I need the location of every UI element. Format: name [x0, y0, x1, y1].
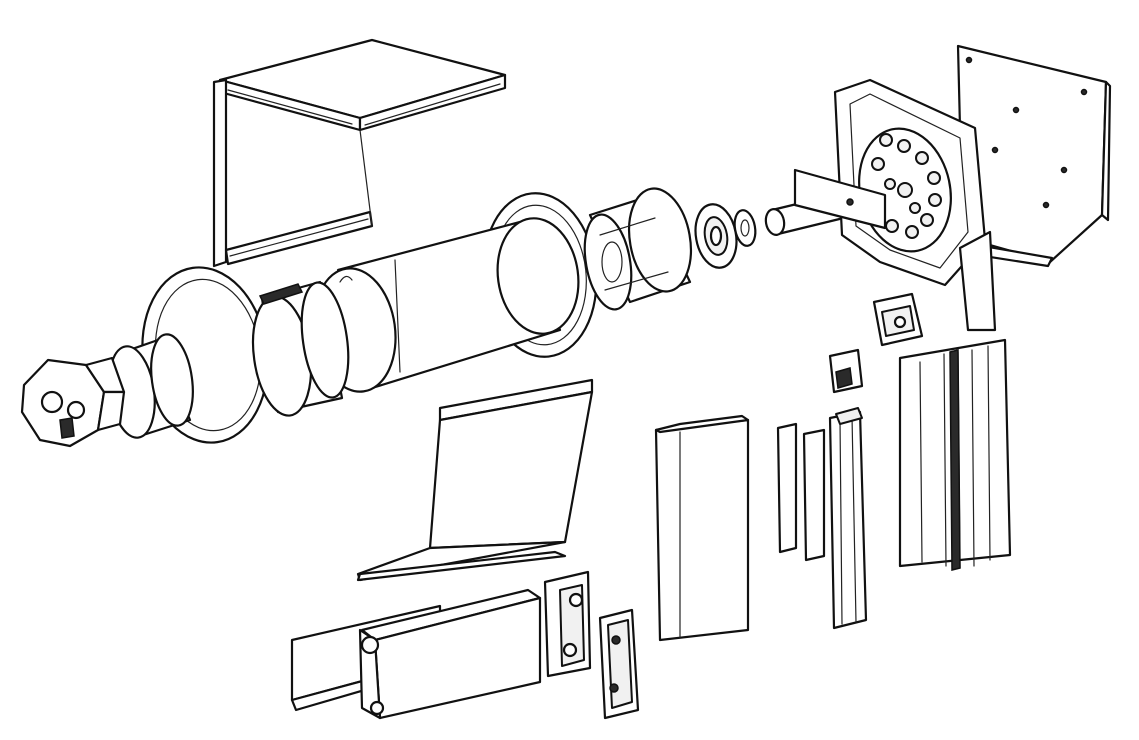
guide-clip [828, 348, 864, 394]
bottom-bar-end-cap-b [598, 608, 640, 720]
end-plug-adapter [583, 187, 692, 311]
head-box-lower-cover [356, 378, 594, 582]
drive-adapter-crown [251, 280, 350, 417]
guide-rail-insert-b [802, 428, 826, 562]
guide-block [872, 292, 924, 347]
bottom-bar-profile [290, 588, 542, 720]
head-box-top-profile [212, 38, 507, 268]
guide-rail-large-profile [898, 338, 1012, 571]
guide-rail-profile [828, 407, 868, 630]
drive-motor-head [20, 356, 126, 448]
side-bracket-bearing-plate [793, 78, 997, 332]
ball-bearing [694, 203, 738, 269]
bottom-bar-end-cap-a [543, 570, 592, 678]
guide-rail-insert-a [776, 422, 798, 554]
spacer-washer [733, 209, 757, 247]
guide-rail-cover [654, 414, 750, 642]
